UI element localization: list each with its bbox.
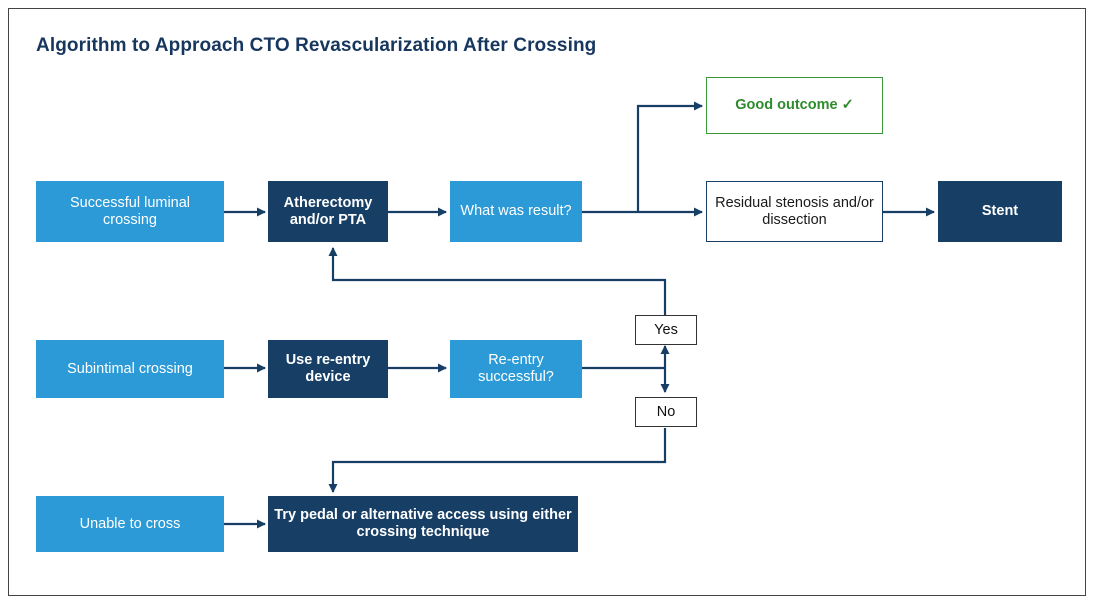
node-use-reentry-device: Use re-entry device [268, 340, 388, 398]
node-residual-stenosis: Residual stenosis and/or dissection [706, 181, 883, 242]
node-atherectomy-pta: Atherectomy and/or PTA [268, 181, 388, 242]
diagram-title: Algorithm to Approach CTO Revascularizat… [36, 35, 597, 56]
arrow-branch-to-good-outcome [636, 101, 703, 212]
node-stent: Stent [938, 181, 1062, 242]
node-subintimal-crossing: Subintimal crossing [36, 340, 224, 398]
arrow-yes-to-atherectomy [328, 247, 667, 315]
label-yes: Yes [635, 315, 697, 345]
node-unable-to-cross: Unable to cross [36, 496, 224, 552]
node-successful-luminal-crossing: Successful luminal crossing [36, 181, 224, 242]
node-what-was-result: What was result? [450, 181, 582, 242]
label-no: No [635, 397, 697, 427]
arrow-no-to-try-pedal [328, 428, 667, 493]
node-good-outcome: Good outcome ✓ [706, 77, 883, 134]
node-reentry-successful: Re-entry successful? [450, 340, 582, 398]
node-try-pedal-access: Try pedal or alternative access using ei… [268, 496, 578, 552]
